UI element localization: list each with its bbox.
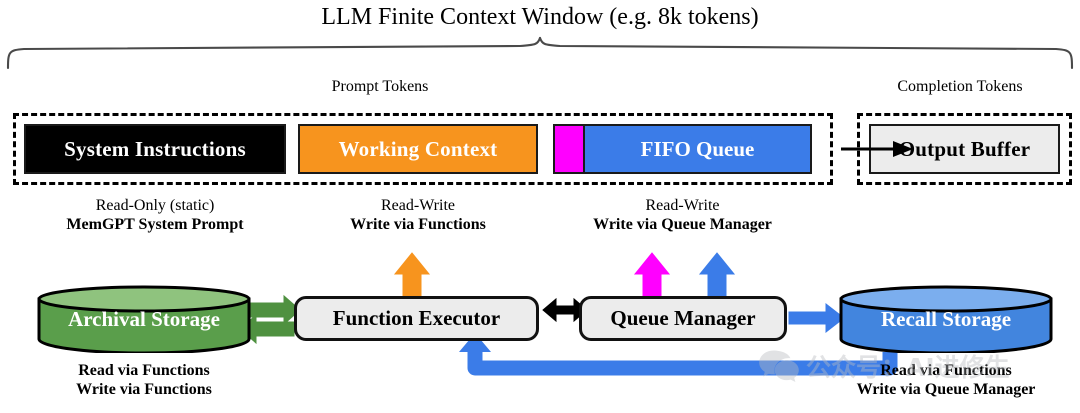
system-instructions-block[interactable]: System Instructions bbox=[24, 124, 286, 174]
orange-write-working-context-arrow bbox=[393, 252, 431, 297]
fifo-queue-label: FIFO Queue bbox=[585, 126, 810, 172]
archival-storage-shape bbox=[37, 285, 251, 355]
working-context-block[interactable]: Working Context bbox=[298, 124, 538, 174]
working-context-caption: Read-Write Write via Functions bbox=[298, 197, 538, 235]
caption-line-2: Write via Functions bbox=[76, 380, 212, 398]
system-instructions-caption: Read-Only (static) MemGPT System Prompt bbox=[24, 197, 286, 235]
fifo-queue-block[interactable]: FIFO Queue bbox=[553, 124, 812, 174]
caption-line-1: Read-Write bbox=[381, 197, 455, 214]
green-archival-read-arrow bbox=[245, 294, 301, 326]
completion-tokens-label: Completion Tokens bbox=[897, 78, 1023, 95]
fifo-queue-new-messages-segment bbox=[555, 126, 585, 172]
archival-storage-cylinder[interactable]: Archival Storage bbox=[36, 285, 252, 355]
context-window-brace bbox=[6, 36, 1074, 70]
prompt-tokens-container bbox=[13, 113, 833, 185]
caption-line-1: Read-Write bbox=[645, 197, 720, 214]
output-buffer-block[interactable]: Output Buffer bbox=[869, 124, 1060, 174]
recall-storage-cylinder[interactable]: Recall Storage bbox=[838, 285, 1054, 355]
prompt-tokens-label: Prompt Tokens bbox=[331, 78, 429, 95]
diagram-title: LLM Finite Context Window (e.g. 8k token… bbox=[321, 4, 759, 30]
archival-storage-label: Archival Storage bbox=[68, 307, 220, 331]
recall-storage-label: Recall Storage bbox=[880, 307, 1012, 331]
fifo-queue-caption: Read-Write Write via Queue Manager bbox=[553, 197, 812, 235]
wechat-icon bbox=[759, 350, 799, 382]
archival-storage-caption: Read via Functions Write via Functions bbox=[36, 362, 252, 400]
function-executor-node[interactable]: Function Executor bbox=[294, 296, 539, 341]
caption-line-2: Write via Functions bbox=[350, 215, 486, 233]
recall-storage-shape bbox=[839, 285, 1053, 355]
caption-line-1: Read via Functions bbox=[880, 362, 1012, 379]
recall-storage-caption: Read via Functions Write via Queue Manag… bbox=[838, 362, 1054, 400]
caption-line-1: Read-Only (static) bbox=[95, 197, 215, 214]
caption-line-2: Write via Queue Manager bbox=[856, 380, 1036, 398]
blue-queue-to-recall-arrow bbox=[788, 302, 845, 334]
blue-write-fifo-arrow bbox=[698, 252, 736, 297]
caption-line-2: Write via Queue Manager bbox=[593, 215, 772, 233]
caption-line-2: MemGPT System Prompt bbox=[66, 215, 244, 233]
queue-manager-node[interactable]: Queue Manager bbox=[579, 296, 787, 341]
caption-line-1: Read via Functions bbox=[78, 362, 210, 379]
magenta-write-fifo-arrow bbox=[633, 252, 671, 297]
